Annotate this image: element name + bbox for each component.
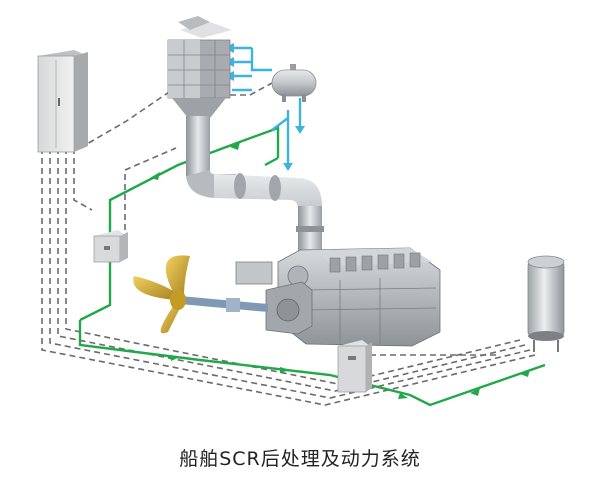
gearbox [265, 281, 313, 335]
pump-unit [337, 340, 372, 393]
signal-lines [41, 82, 536, 406]
scr-reactor [167, 16, 232, 118]
control-cabinet [37, 50, 88, 153]
urea-tank [527, 255, 565, 352]
dosing-control-box [93, 230, 128, 263]
propeller [133, 255, 190, 334]
diesel-engine [235, 247, 441, 347]
urea-flow-lines [78, 126, 546, 407]
exhaust-pipe [186, 116, 324, 252]
air-flow-lines [232, 46, 302, 165]
propeller-shaft [180, 296, 268, 312]
figure-caption: 船舶SCR后处理及动力系统 [179, 448, 421, 470]
flow-arrows [150, 142, 530, 399]
air-tank [271, 64, 317, 102]
